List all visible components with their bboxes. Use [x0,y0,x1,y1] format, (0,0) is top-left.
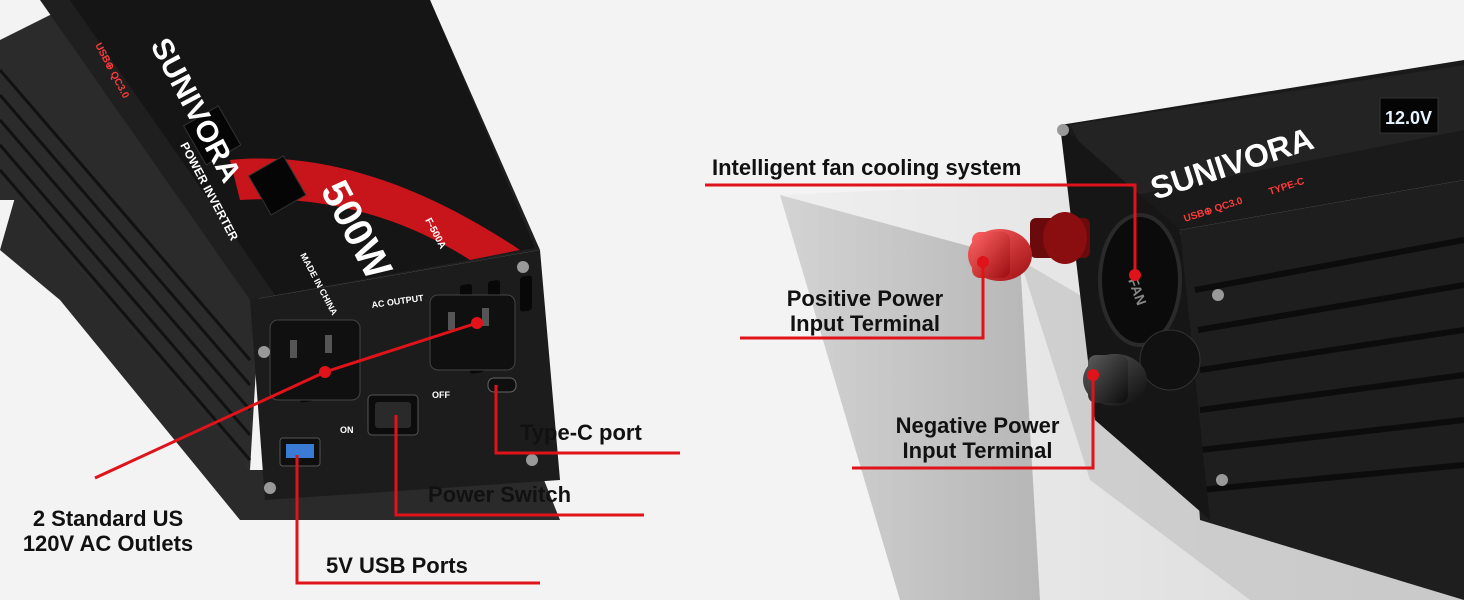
left-inverter [0,0,560,520]
callout-positive-line1: Positive Power [786,286,944,311]
callout-line-negative [852,375,1095,470]
callout-positive-line2: Input Terminal [790,311,940,336]
callout-ac-outlets: 2 Standard US 120V AC Outlets [8,506,208,556]
callout-ac-outlets-line2: 120V AC Outlets [22,531,194,556]
callout-usb-ports: 5V USB Ports [326,553,468,578]
callout-ac-outlets-line1: 2 Standard US [32,506,184,531]
right-display-voltage: 12.0V [1385,108,1432,128]
callout-type-c-port: Type-C port [520,420,642,445]
callout-negative-terminal: Negative Power Input Terminal [870,413,1085,463]
callout-line-usb [295,455,540,585]
callout-fan-cooling: Intelligent fan cooling system [712,155,1022,180]
callout-line-power-switch [394,415,644,517]
callout-power-switch: Power Switch [428,482,572,507]
right-inverter [968,60,1464,600]
callout-negative-line2: Input Terminal [902,438,1053,463]
callout-line-positive [740,262,985,340]
callout-negative-line1: Negative Power [895,413,1060,438]
callout-line-fan [705,183,1137,275]
callout-lines [94,183,1141,585]
callout-line-type-c [494,385,680,455]
callout-positive-terminal: Positive Power Input Terminal [760,286,970,336]
left-on-text: ON [340,425,354,435]
left-off-text: OFF [432,390,450,400]
ledge-face [780,195,1040,600]
